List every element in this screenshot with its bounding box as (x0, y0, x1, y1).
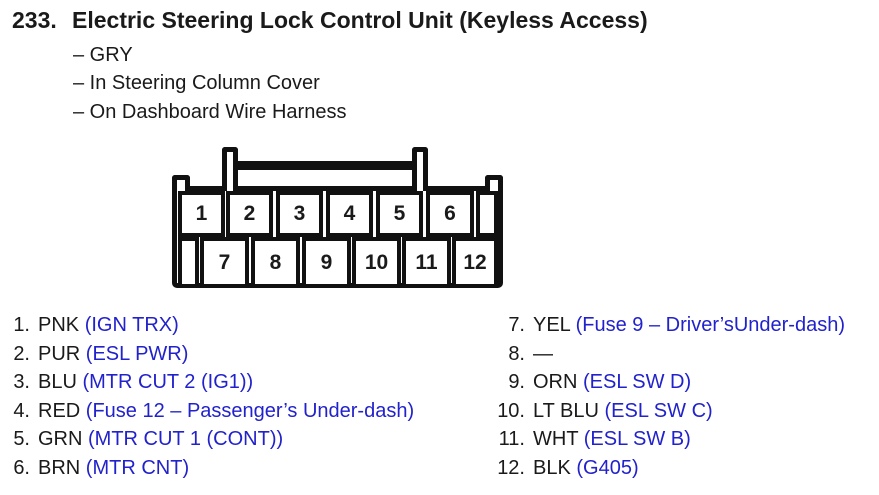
pin-wire-color: PNK (38, 314, 85, 336)
pin-number: 4. (13, 399, 30, 422)
pin-wire-color: PUR (38, 342, 86, 365)
pin-description: BLK (G405) (533, 454, 639, 483)
page-title: Electric Steering Lock Control Unit (Key… (72, 7, 648, 33)
pin-description: ORN (ESL SW D) (533, 368, 691, 397)
connector-lock-prong-right (412, 147, 428, 191)
pin-function: (MTR CNT) (85, 456, 190, 479)
pin-function: (Fuse 9 – Driver’sUnder-dash) (575, 314, 845, 336)
detail-item: – GRY (73, 44, 133, 66)
pin-wire-color: ORN (533, 371, 583, 393)
pin-wire-color: BRN (38, 456, 86, 479)
pin-cavity-10: 10 (352, 237, 401, 288)
pin-list-row: 2. PUR (ESL PWR) (0, 340, 414, 369)
section-heading: 233. Electric Steering Lock Control Unit… (12, 6, 648, 34)
pin-function: (MTR CUT 1 (CONT)) (88, 428, 284, 450)
pin-function: (ESL SW D) (583, 371, 692, 393)
pin-list-row: 5. GRN (MTR CUT 1 (CONT)) (0, 425, 414, 454)
pin-function: (G405) (576, 456, 639, 479)
pin-cavity-4: 4 (326, 191, 373, 237)
pin-function: (IGN TRX) (84, 314, 179, 336)
pin-number: 8. (508, 342, 525, 365)
connector-details: – GRY – In Steering Column Cover – On Da… (73, 41, 346, 126)
pin-cavity-1: 1 (178, 191, 225, 237)
pin-wire-color: LT BLU (533, 399, 605, 422)
pin-description: BLU (MTR CUT 2 (IG1)) (38, 368, 253, 397)
pin-list-row: 9. ORN (ESL SW D) (470, 368, 845, 397)
pin-cavity-11: 11 (402, 237, 451, 288)
pin-cavity-7: 7 (200, 237, 249, 288)
pin-list-row: 8. — (470, 340, 845, 369)
detail-item: – In Steering Column Cover (73, 72, 320, 95)
pin-description: RED (Fuse 12 – Passenger’s Under-dash) (38, 397, 414, 426)
pin-wire-color: — (533, 342, 553, 365)
pin-list-row: 11. WHT (ESL SW B) (470, 425, 845, 454)
pin-function: (ESL SW B) (583, 428, 691, 450)
pin-description: WHT (ESL SW B) (533, 425, 691, 454)
pin-list-row: 3. BLU (MTR CUT 2 (IG1)) (0, 368, 414, 397)
pin-wire-color: YEL (533, 314, 576, 336)
pin-number: 11. (498, 428, 525, 450)
pin-description: — (533, 340, 553, 369)
pin-wire-color: GRN (38, 428, 88, 450)
connector-lock-prong-left (222, 147, 238, 191)
connector-shoulder-right (485, 175, 503, 192)
pin-list-row: 4. RED (Fuse 12 – Passenger’s Under-dash… (0, 397, 414, 426)
pin-list-row: 1. PNK (IGN TRX) (0, 311, 414, 340)
pin-number: 5. (13, 428, 30, 450)
pin-list-row: 12. BLK (G405) (470, 454, 845, 483)
pin-number: 9. (508, 371, 525, 393)
pin-description: PUR (ESL PWR) (38, 340, 188, 369)
pin-description: BRN (MTR CNT) (38, 454, 189, 483)
pin-number: 7. (508, 314, 525, 336)
pin-wire-color: RED (38, 399, 86, 422)
blank-cavity-top-right (476, 191, 498, 237)
pin-function: (ESL PWR) (85, 342, 189, 365)
pin-list-row: 10. LT BLU (ESL SW C) (470, 397, 845, 426)
pin-function: (ESL SW C) (604, 399, 713, 422)
pin-function: (Fuse 12 – Passenger’s Under-dash) (85, 399, 415, 422)
pin-cavity-9: 9 (302, 237, 351, 288)
pin-cavity-6: 6 (426, 191, 474, 237)
pin-cavity-5: 5 (376, 191, 423, 237)
detail-item: – On Dashboard Wire Harness (73, 100, 347, 123)
pin-function: (MTR CUT 2 (IG1)) (82, 371, 254, 393)
connector-shoulder-left (172, 175, 190, 192)
connector-diagram: 1 2 3 4 5 6 7 8 9 10 11 12 (172, 146, 503, 288)
pin-cavity-12: 12 (452, 237, 498, 288)
pin-wire-color: BLK (533, 456, 577, 479)
pin-description: YEL (Fuse 9 – Driver’sUnder-dash) (533, 311, 845, 340)
pin-description: PNK (IGN TRX) (38, 311, 179, 340)
pin-wire-color: WHT (533, 428, 584, 450)
blank-cavity-bottom-left (178, 237, 199, 288)
pin-number: 1. (13, 314, 30, 336)
pin-description: GRN (MTR CUT 1 (CONT)) (38, 425, 283, 454)
pin-cavity-2: 2 (226, 191, 273, 237)
pin-number: 10. (497, 399, 525, 422)
pin-list-row: 6. BRN (MTR CNT) (0, 454, 414, 483)
connector-lock-bar (230, 161, 422, 170)
pin-list-right: 7. YEL (Fuse 9 – Driver’sUnder-dash) 8. … (470, 311, 845, 482)
pin-cavity-3: 3 (276, 191, 323, 237)
pin-list-row: 7. YEL (Fuse 9 – Driver’sUnder-dash) (470, 311, 845, 340)
pin-description: LT BLU (ESL SW C) (533, 397, 713, 426)
section-number: 233. (12, 7, 57, 33)
pin-number: 6. (13, 456, 30, 479)
pin-cavity-8: 8 (251, 237, 300, 288)
pin-number: 12. (497, 456, 525, 479)
pin-wire-color: BLU (38, 371, 83, 393)
pin-number: 3. (13, 371, 30, 393)
pin-list-left: 1. PNK (IGN TRX) 2. PUR (ESL PWR) 3. BLU… (0, 311, 414, 482)
pin-number: 2. (13, 342, 30, 365)
